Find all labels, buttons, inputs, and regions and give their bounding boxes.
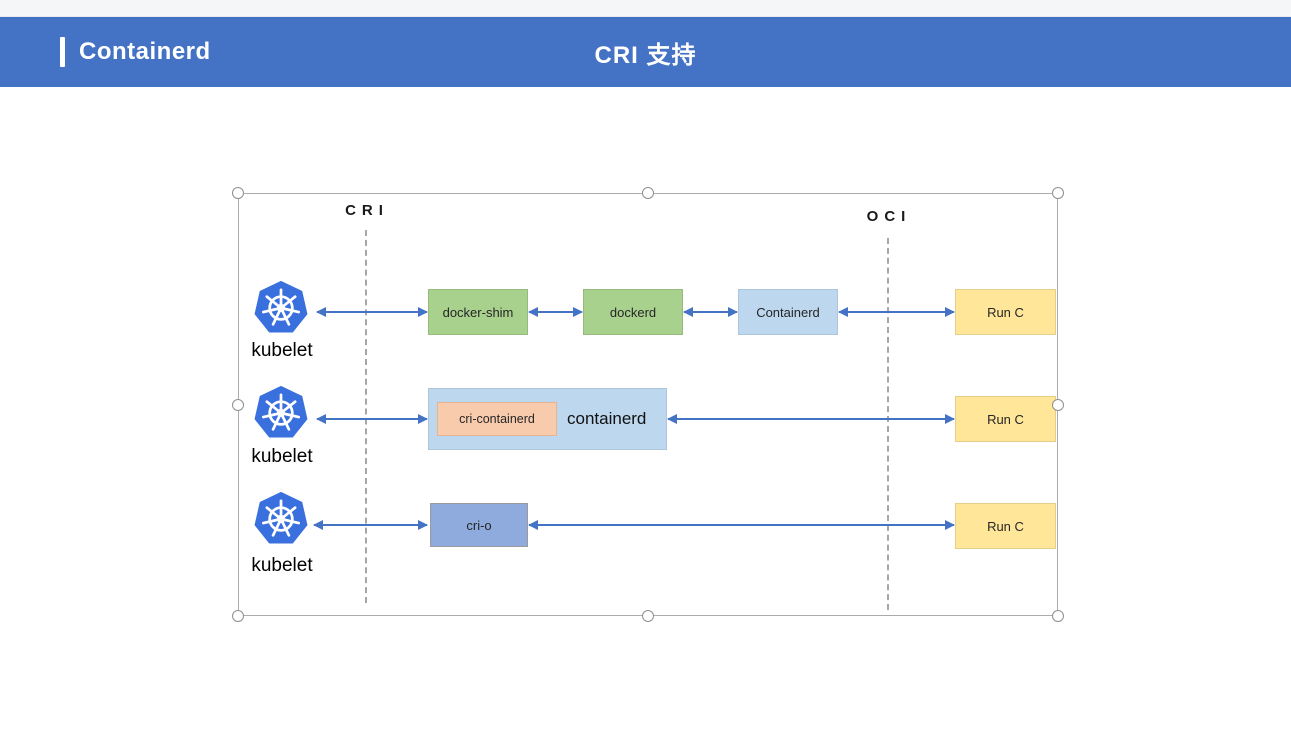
arrow-dockershim-dockerd	[529, 311, 582, 313]
selection-handle-top-right[interactable]	[1052, 187, 1064, 199]
arrow-kubelet-containerd	[317, 418, 427, 420]
slide-title-bar: Containerd CRI 支持	[0, 17, 1291, 87]
runc-box-row1: Run C	[955, 289, 1056, 335]
slide-title: Containerd	[79, 38, 211, 65]
cri-boundary-label: CRI	[345, 202, 389, 219]
selection-handle-bottom-right[interactable]	[1052, 610, 1064, 622]
selection-handle-top-middle[interactable]	[642, 187, 654, 199]
title-accent-bar	[60, 37, 65, 67]
kubelet-label-row1: kubelet	[251, 340, 313, 361]
arrow-kubelet-crio	[314, 524, 427, 526]
runc-box-row3: Run C	[955, 503, 1056, 549]
runc-box-row2: Run C	[955, 396, 1056, 442]
kubelet-label-row3: kubelet	[251, 555, 313, 576]
cri-containerd-box: cri-containerd	[437, 402, 557, 436]
arrow-dockerd-containerd	[684, 311, 737, 313]
selection-handle-middle-left[interactable]	[232, 399, 244, 411]
window-top-strip	[0, 0, 1291, 17]
cri-o-box: cri-o	[430, 503, 528, 547]
kubelet-label-row2: kubelet	[251, 446, 313, 467]
kubernetes-icon	[254, 491, 308, 544]
oci-boundary-line	[887, 238, 889, 610]
cri-boundary-line	[365, 230, 367, 603]
kubernetes-icon	[254, 385, 308, 438]
slide-canvas: CRI OCI kubelet docker-shim dockerd Cont…	[0, 87, 1291, 735]
docker-shim-box: docker-shim	[428, 289, 528, 335]
kubernetes-icon	[254, 280, 308, 333]
arrow-kubelet-dockershim	[317, 311, 427, 313]
oci-boundary-label: OCI	[866, 208, 912, 225]
arrow-containerd-runc-row1	[839, 311, 954, 313]
selection-handle-top-left[interactable]	[232, 187, 244, 199]
containerd-box-row1: Containerd	[738, 289, 838, 335]
selection-handle-bottom-middle[interactable]	[642, 610, 654, 622]
arrow-crio-runc-row3	[529, 524, 954, 526]
dockerd-box: dockerd	[583, 289, 683, 335]
arrow-containerd-runc-row2	[668, 418, 954, 420]
containerd-group-box: cri-containerd containerd	[428, 388, 667, 450]
selection-handle-middle-right[interactable]	[1052, 399, 1064, 411]
containerd-label-row2: containerd	[567, 409, 647, 428]
selection-handle-bottom-left[interactable]	[232, 610, 244, 622]
